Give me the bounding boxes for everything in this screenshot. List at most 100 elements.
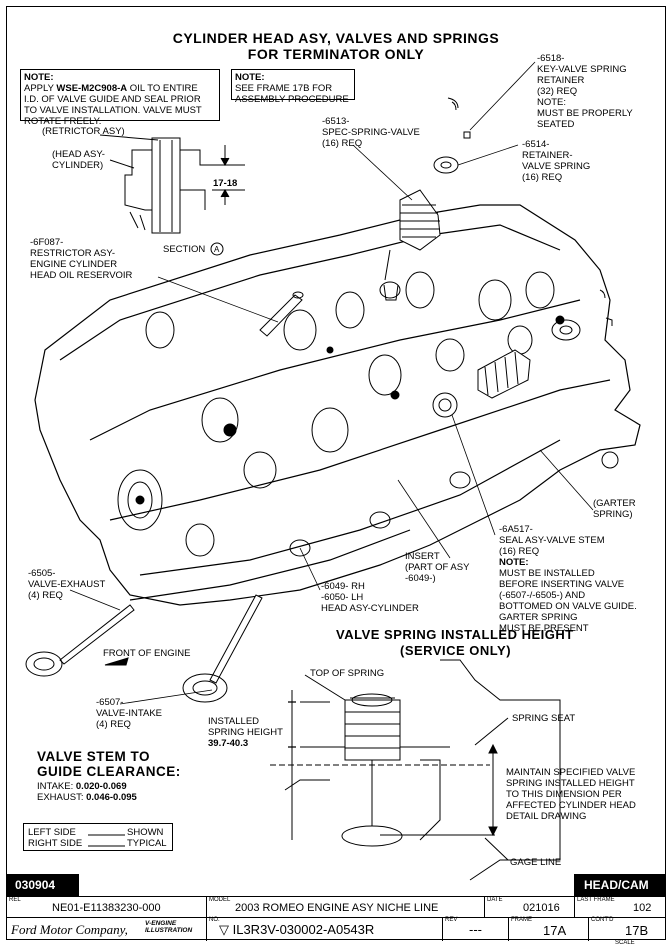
note-heading: NOTE: (235, 72, 265, 83)
exhaust-label: EXHAUST: (37, 792, 87, 803)
legend-right-side: RIGHT SIDE (28, 838, 83, 849)
legend-typical: TYPICAL (127, 838, 167, 849)
spring-height-detail (270, 659, 561, 881)
callout-line: NOTE: (499, 557, 529, 568)
note-text: SEE FRAME 17B FOR (235, 83, 333, 94)
callout-line: BOTTOMED ON VALVE GUIDE. (499, 601, 637, 612)
rev-cell: REV --- (443, 917, 509, 941)
callout-line: -6A517- (499, 524, 533, 535)
frame-value: 17A (543, 923, 567, 938)
clearance-heading-1: VALVE STEM TO (37, 749, 151, 764)
exhaust-valve (25, 604, 135, 677)
callout-line: (PART OF ASY (405, 562, 470, 573)
legend-shown: SHOWN (127, 827, 164, 838)
title-line-2: FOR TERMINATOR ONLY (247, 46, 425, 62)
section-code-tab: 030904 (7, 874, 79, 896)
callout-line: MUST BE PROPERLY (537, 108, 633, 119)
callout-line: (16) REQ (499, 546, 540, 557)
intake-label: INTAKE: (37, 781, 76, 792)
callout-line: -6518- (537, 53, 565, 64)
callout-line: HEAD ASY-CYLINDER (321, 603, 419, 614)
callout-line: HEAD OIL RESERVOIR (30, 270, 133, 281)
clearance-heading-2: GUIDE CLEARANCE: (37, 764, 181, 779)
drawing-title: CYLINDER HEAD ASY, VALVES AND SPRINGS FO… (0, 30, 672, 62)
note-text: OIL TO ENTIRE (127, 83, 198, 94)
intake-value: 0.020-0.069 (75, 781, 127, 792)
callout-line: (32) REQ (537, 86, 578, 97)
callout-spring-valve: -6513- SPEC-SPRING-VALVE (16) REQ (322, 116, 420, 149)
frame-label: FRAME (511, 917, 532, 923)
frame-note-box: NOTE: SEE FRAME 17B FOR ASSEMBLY PROCEDU… (231, 69, 355, 105)
spring-seat-label: SPRING SEAT (512, 713, 576, 724)
callout-insert: INSERT (PART OF ASY -6049-) (405, 551, 469, 584)
legend-left-side: LEFT SIDE (28, 827, 76, 838)
callout-line: SPRING) (593, 509, 633, 520)
note-heading: NOTE: (24, 72, 54, 83)
intake-clearance: INTAKE: 0.020-0.069 (37, 781, 127, 792)
installed-height-value: 39.7-40.3 (208, 738, 249, 749)
date-value: 021016 (523, 902, 560, 914)
date-label: DATE (487, 897, 503, 903)
callout-line: RESTRICTOR ASY- (30, 248, 115, 259)
contd-value: 17B (625, 923, 649, 938)
callout-line: (-6507-/-6505-) AND (499, 590, 586, 601)
callout-line: KEY-VALVE SPRING (537, 64, 627, 75)
callout-line: MUST BE PRESENT (499, 623, 589, 634)
callout-line: -6049- RH (321, 581, 365, 592)
callout-retainer-spring: -6514- RETAINER- VALVE SPRING (16) REQ (522, 139, 590, 183)
scale-label: SCALE (615, 940, 635, 946)
rev-label: REV (445, 917, 458, 923)
maintain-line: MAINTAIN SPECIFIED VALVE (506, 767, 636, 778)
head-asy-line: CYLINDER) (52, 160, 104, 171)
head-asy-line: (HEAD ASY- (52, 149, 105, 160)
callout-line: BEFORE INSERTING VALVE (499, 579, 625, 590)
ford-logo-text: Ford Motor Company, (11, 922, 128, 937)
oil-spec: WSE-M2C908-A (56, 83, 128, 94)
legend-lines (88, 834, 125, 847)
cylinder-head-body (34, 204, 641, 606)
callout-line: -6505- (28, 568, 56, 579)
spring-stack-right (432, 289, 613, 418)
illus-line: ILLUSTRATION (145, 927, 193, 934)
frame-cell: FRAME 17A (509, 917, 589, 941)
oil-note-box: NOTE: APPLY WSE-M2C908-A OIL TO ENTIRE I… (20, 69, 220, 127)
illustration-tag: V-ENGINE ILLUSTRATION (145, 920, 192, 934)
callout-line: SPEC-SPRING-VALVE (322, 127, 420, 138)
title-block-divider (7, 917, 665, 918)
maintain-line: SPRING INSTALLED HEIGHT (506, 778, 635, 789)
note-text: ROTATE FREELY. (24, 116, 102, 127)
maintain-note: MAINTAIN SPECIFIED VALVE SPRING INSTALLE… (506, 767, 636, 822)
section-a-detail (99, 134, 245, 256)
contd-label: CONT'D (591, 917, 614, 923)
callout-line: -6F087- (30, 237, 64, 248)
callout-line: -6050- LH (321, 592, 364, 603)
rev-value: --- (469, 922, 482, 937)
installed-line: SPRING HEIGHT (208, 727, 283, 738)
maintain-line: DETAIL DRAWING (506, 811, 587, 822)
number-cell: NO. ▽ IL3R3V-030002-A0543R (207, 917, 443, 941)
title-block: REL NE01-E11383230-000 MODEL 2003 ROMEO … (7, 896, 665, 941)
model-value: 2003 ROMEO ENGINE ASY NICHE LINE (235, 902, 439, 914)
rel-value: NE01-E11383230-000 (52, 902, 161, 914)
callout-line: ENGINE CYLINDER (30, 259, 118, 270)
callout-line: (GARTER (593, 498, 636, 509)
callout-line: (4) REQ (28, 590, 63, 601)
note-text: APPLY (24, 83, 57, 94)
callout-line: RETAINER- (522, 150, 573, 161)
no-value: IL3R3V-030002-A0543R (232, 922, 375, 937)
last-frame-cell: LAST FRAME 102 (575, 897, 665, 917)
callout-line: NOTE: (537, 97, 567, 108)
callout-line: (4) REQ (96, 719, 131, 730)
model-cell: MODEL 2003 ROMEO ENGINE ASY NICHE LINE (207, 897, 485, 917)
head-asy-label: (HEAD ASY- CYLINDER) (52, 149, 105, 171)
exhaust-clearance: EXHAUST: 0.046-0.095 (37, 792, 137, 803)
callout-valve-exhaust: -6505- VALVE-EXHAUST (4) REQ (28, 568, 105, 601)
callout-line: MUST BE INSTALLED (499, 568, 595, 579)
ports (117, 271, 619, 557)
callout-line: GARTER SPRING (499, 612, 578, 623)
callout-line: RETAINER (537, 75, 585, 86)
rel-cell: REL NE01-E11383230-000 (7, 897, 207, 917)
callout-restrictor: -6F087- RESTRICTOR ASY- ENGINE CYLINDER … (30, 237, 132, 281)
callout-line: VALVE-EXHAUST (28, 579, 106, 590)
